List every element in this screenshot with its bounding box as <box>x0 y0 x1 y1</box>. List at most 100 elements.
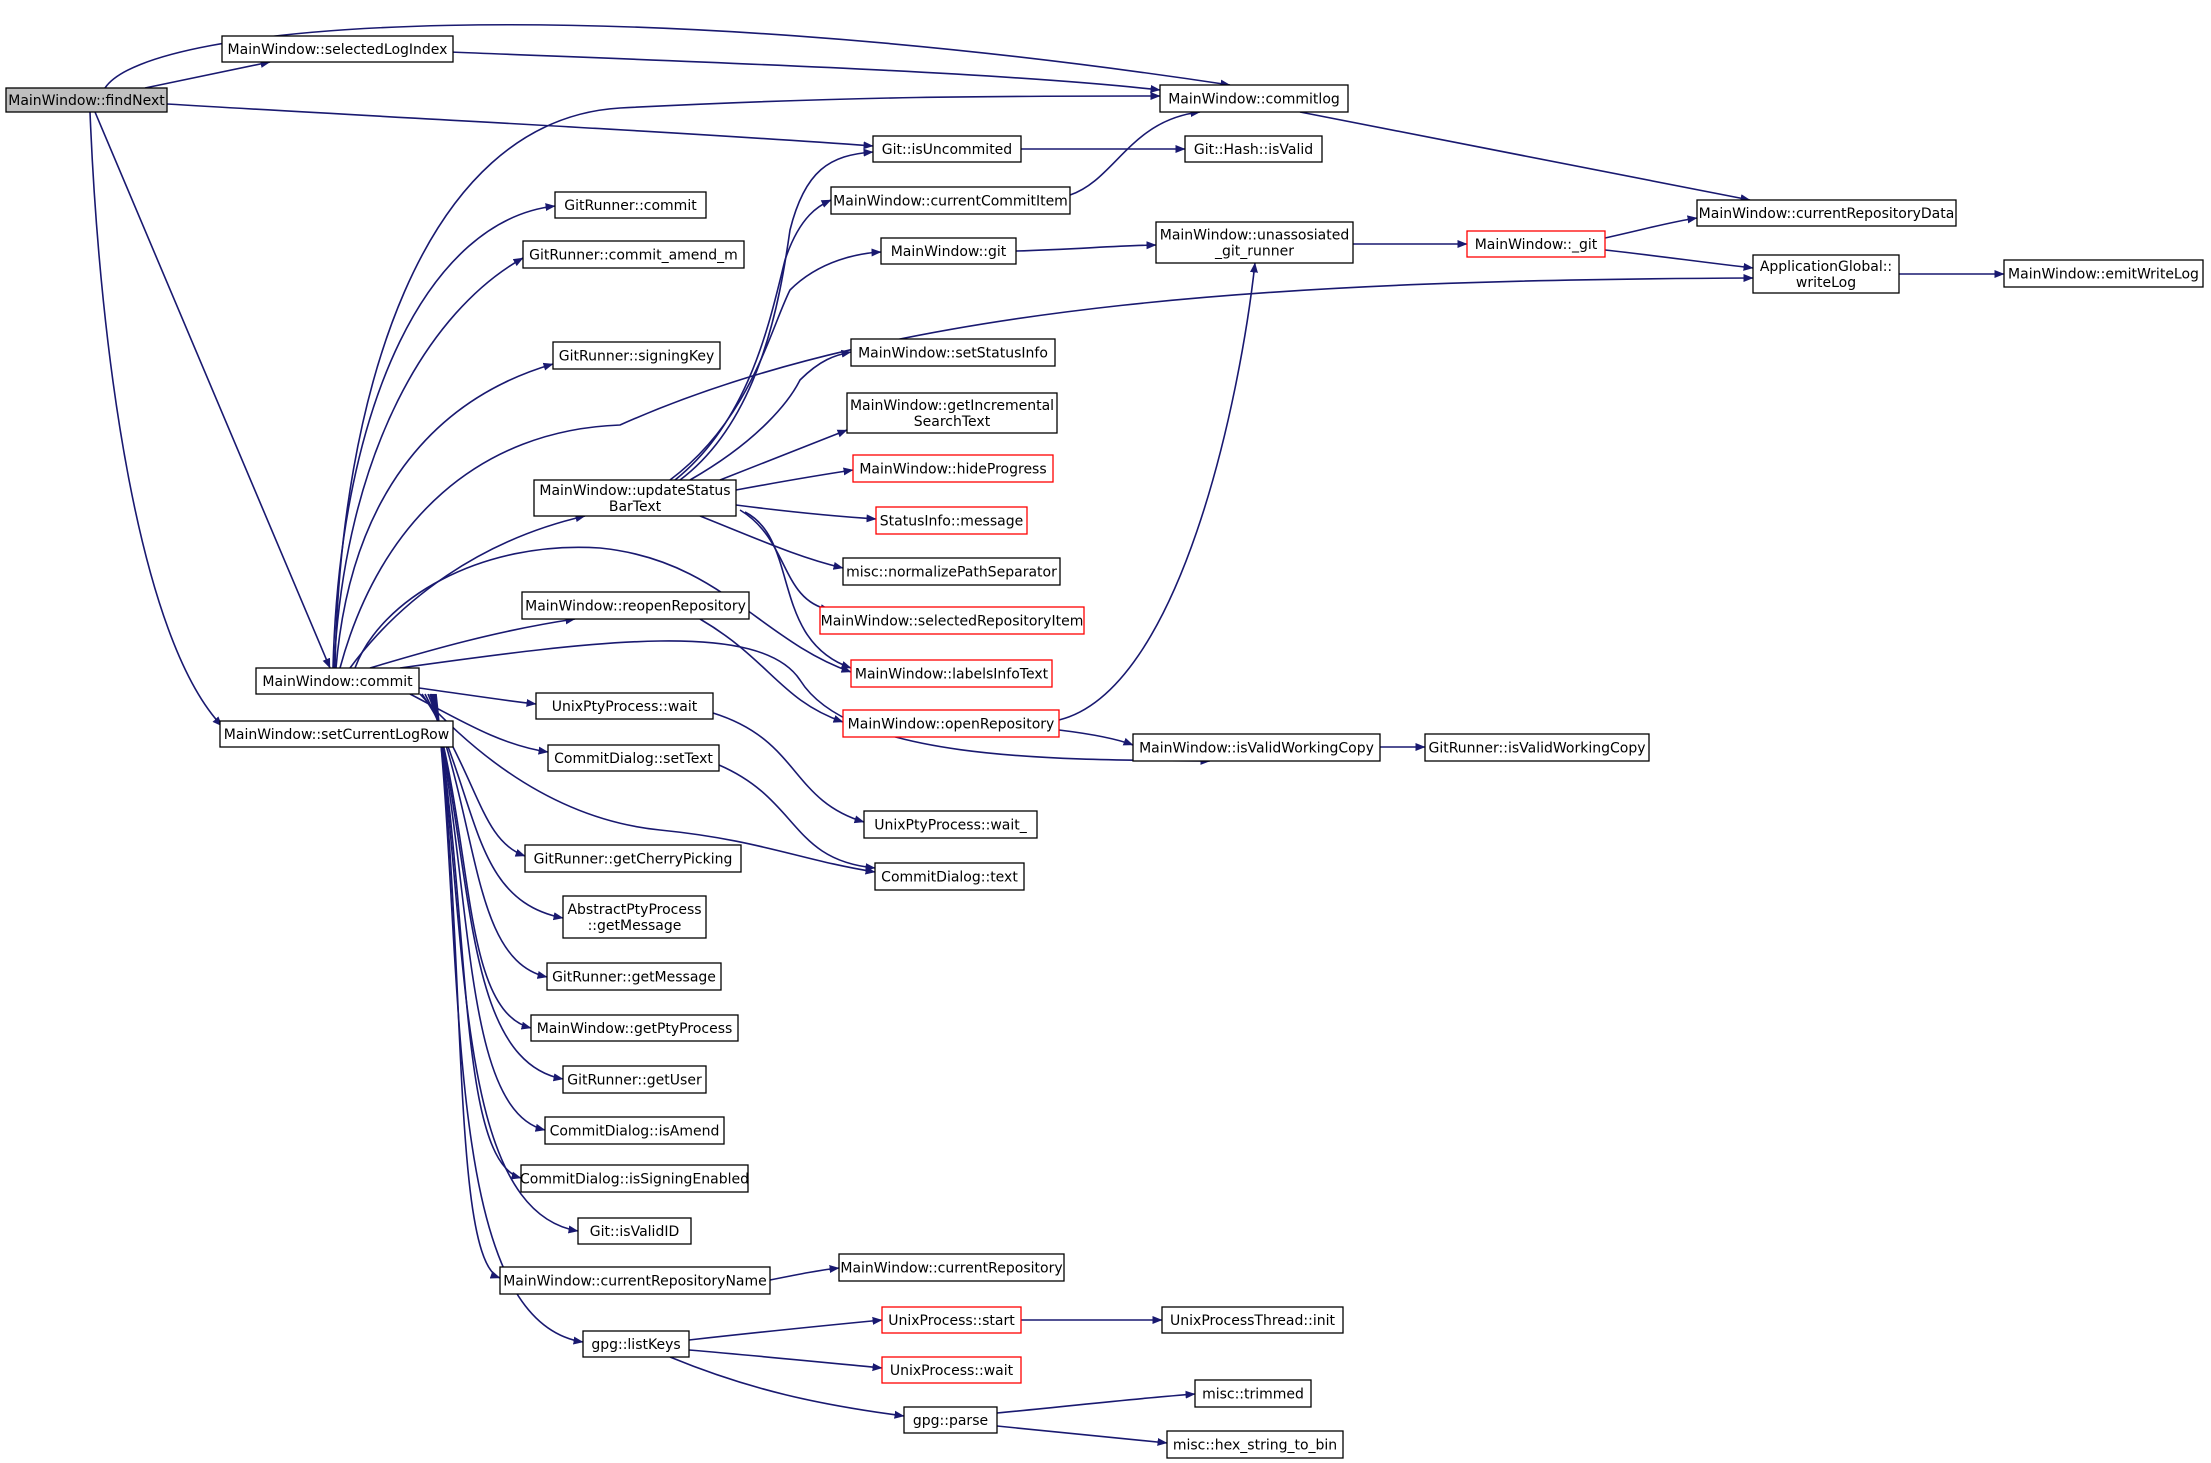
node-mwIsValidWC[interactable]: MainWindow::isValidWorkingCopy <box>1132 733 1381 762</box>
node-hideProgress[interactable]: MainWindow::hideProgress <box>852 454 1054 483</box>
node-label: MainWindow::setCurrentLogRow <box>224 727 449 743</box>
node-label: CommitDialog::setText <box>554 751 713 767</box>
node-box <box>522 240 745 269</box>
node-label: MainWindow::commit <box>262 674 413 690</box>
node-reopenRepository[interactable]: MainWindow::reopenRepository <box>521 591 750 620</box>
node-box <box>850 338 1056 367</box>
edge-mwCommit-to-ptyWait <box>418 687 537 707</box>
node-upWait[interactable]: UnixProcess::wait <box>881 1356 1022 1384</box>
node-box <box>255 667 420 695</box>
node-box <box>875 506 1028 535</box>
node-grGetUser[interactable]: GitRunner::getUser <box>562 1065 707 1094</box>
node-setStatusInfo[interactable]: MainWindow::setStatusInfo <box>850 338 1056 367</box>
node-findNext[interactable]: MainWindow::findNext <box>5 87 168 113</box>
node-label: MainWindow::unassosiated <box>1160 228 1350 244</box>
node-grCommit[interactable]: GitRunner::commit <box>554 191 707 219</box>
node-grGetMessage[interactable]: GitRunner::getMessage <box>546 962 722 991</box>
edge-mwCommit-to-reopenRepository <box>369 616 576 669</box>
node-commitlog[interactable]: MainWindow::commitlog <box>1159 84 1349 113</box>
node-isSigningEnabled[interactable]: CommitDialog::isSigningEnabled <box>520 1164 749 1193</box>
node-signingKey[interactable]: GitRunner::signingKey <box>552 341 721 370</box>
node-currentRepositoryName[interactable]: MainWindow::currentRepositoryName <box>499 1266 771 1295</box>
node-isUncommited[interactable]: Git::isUncommited <box>872 135 1022 163</box>
edge-mwCommit-to-labelsInfoText <box>354 546 852 673</box>
node-box <box>838 1253 1065 1282</box>
node-isValidID[interactable]: Git::isValidID <box>577 1217 692 1245</box>
node-hashIsValid[interactable]: Git::Hash::isValid <box>1184 135 1323 163</box>
node-box <box>582 1330 690 1358</box>
node-box <box>1752 254 1900 294</box>
node-box <box>577 1217 692 1245</box>
node-gpgParse[interactable]: gpg::parse <box>903 1406 998 1434</box>
node-grIsValidWC[interactable]: GitRunner::isValidWorkingCopy <box>1424 733 1650 762</box>
node-mwGit[interactable]: MainWindow::git <box>880 237 1017 265</box>
node-listKeys[interactable]: gpg::listKeys <box>582 1330 690 1358</box>
node-emitWriteLog[interactable]: MainWindow::emitWriteLog <box>2003 259 2204 288</box>
node-normalizePath[interactable]: misc::normalizePathSeparator <box>842 557 1061 586</box>
node-box <box>1184 135 1323 163</box>
node-label: misc::normalizePathSeparator <box>846 565 1057 581</box>
node-ptyWaitU[interactable]: UnixPtyProcess::wait_ <box>863 810 1038 839</box>
node-label: MainWindow::emitWriteLog <box>2008 267 2199 283</box>
edge-mwCommit-to-commitlog <box>334 92 1161 669</box>
node-isAmend[interactable]: CommitDialog::isAmend <box>544 1116 725 1145</box>
node-getPtyProcess[interactable]: MainWindow::getPtyProcess <box>530 1014 739 1042</box>
node-selectedLogIndex[interactable]: MainWindow::selectedLogIndex <box>221 35 454 63</box>
edge-updateStatusBarText-to-hideProgress <box>735 467 854 491</box>
node-box <box>881 1356 1022 1384</box>
node-currentRepositoryData[interactable]: MainWindow::currentRepositoryData <box>1696 199 1957 227</box>
node-label: ::getMessage <box>588 918 682 934</box>
node-currentCommitItem[interactable]: MainWindow::currentCommitItem <box>830 186 1071 215</box>
node-label: GitRunner::isValidWorkingCopy <box>1428 741 1645 757</box>
node-writeLog[interactable]: ApplicationGlobal::writeLog <box>1752 254 1900 294</box>
node-trimmed[interactable]: misc::trimmed <box>1194 1379 1312 1408</box>
node-label: writeLog <box>1796 275 1856 291</box>
node-label: MainWindow::currentRepositoryData <box>1699 206 1955 222</box>
edge-currentRepositoryName-to-currentRepository <box>769 1265 840 1281</box>
node-openRepository[interactable]: MainWindow::openRepository <box>842 709 1060 738</box>
node-upStart[interactable]: UnixProcess::start <box>881 1306 1022 1334</box>
node-currentRepository[interactable]: MainWindow::currentRepository <box>838 1253 1065 1282</box>
node-cdSetText[interactable]: CommitDialog::setText <box>547 744 720 772</box>
node-label: UnixPtyProcess::wait <box>552 699 698 715</box>
node-label: ApplicationGlobal:: <box>1760 259 1892 275</box>
edge-openRepository-to-mwIsValidWC <box>1058 729 1134 746</box>
node-box <box>850 659 1053 688</box>
node-box <box>562 895 707 939</box>
node-box <box>533 479 737 517</box>
edge-listKeys-to-upStart <box>688 1316 883 1341</box>
node-label: MainWindow::selectedLogIndex <box>228 42 448 58</box>
node-box <box>842 557 1061 586</box>
node-box <box>544 1116 725 1145</box>
node-label: StatusInfo::message <box>880 514 1023 530</box>
node-box <box>1194 1379 1312 1408</box>
node-box <box>872 135 1022 163</box>
node-setCurrentLogRow[interactable]: MainWindow::setCurrentLogRow <box>219 720 454 748</box>
node-uptInit[interactable]: UnixProcessThread::init <box>1161 1306 1344 1334</box>
node-mwUGit[interactable]: MainWindow::_git <box>1466 230 1606 258</box>
node-unassosiated[interactable]: MainWindow::unassosiated_git_runner <box>1155 221 1354 264</box>
node-ptyWait[interactable]: UnixPtyProcess::wait <box>535 692 714 720</box>
node-hexToBin[interactable]: misc::hex_string_to_bin <box>1166 1430 1344 1459</box>
edge-mwCommit-to-updateStatusBarText <box>349 514 586 669</box>
node-label: MainWindow::openRepository <box>848 717 1055 733</box>
node-box <box>562 1065 707 1094</box>
node-getCherryPicking[interactable]: GitRunner::getCherryPicking <box>524 844 742 873</box>
node-box <box>1132 733 1381 762</box>
node-selectedRepoItem[interactable]: MainWindow::selectedRepositoryItem <box>819 606 1085 635</box>
node-statusMessage[interactable]: StatusInfo::message <box>875 506 1028 535</box>
node-absGetMessage[interactable]: AbstractPtyProcess::getMessage <box>562 895 707 939</box>
node-cdText[interactable]: CommitDialog::text <box>874 862 1025 891</box>
node-label: AbstractPtyProcess <box>567 902 701 918</box>
node-mwCommit[interactable]: MainWindow::commit <box>255 667 420 695</box>
node-label: MainWindow::labelsInfoText <box>855 667 1049 683</box>
node-box <box>874 862 1025 891</box>
edge-mwCommit-to-isValidID <box>433 693 579 1234</box>
node-labelsInfoText[interactable]: MainWindow::labelsInfoText <box>850 659 1053 688</box>
edge-cdSetText-to-cdText <box>718 764 876 872</box>
node-grCommitAmend[interactable]: GitRunner::commit_amend_m <box>522 240 745 269</box>
node-box <box>880 237 1017 265</box>
node-box <box>881 1306 1022 1334</box>
